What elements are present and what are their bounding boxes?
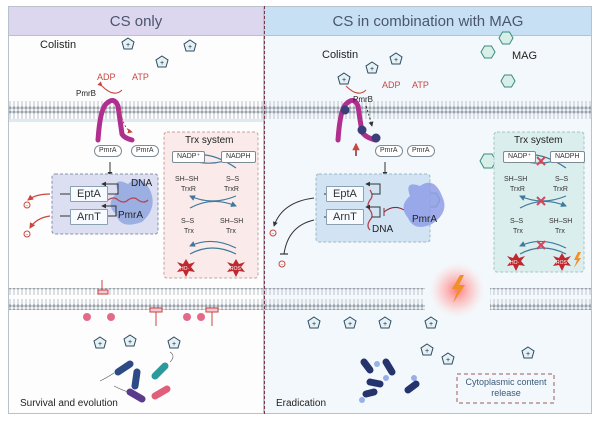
inner-membrane-left (9, 288, 263, 310)
adp-label-right: ADP (382, 80, 401, 90)
trx-label-left-b: Trx (226, 228, 236, 235)
svg-text:+: + (98, 341, 102, 348)
pmra-blob-right (403, 182, 445, 227)
nadp-right: NADP⁺ (503, 151, 537, 163)
trx-reduced-left: SH–SH (220, 218, 244, 225)
ros-right-b: ROS (556, 260, 567, 266)
svg-text:−: − (26, 232, 29, 238)
trxr-label-right-a: TrxR (510, 186, 525, 193)
gene-epta-right: EptA (326, 186, 364, 202)
trx-title-left: Trx system (185, 135, 234, 146)
nadp-left: NADP⁺ (172, 151, 206, 163)
atp-label-right: ATP (412, 80, 429, 90)
atp-label-left: ATP (132, 72, 149, 82)
dna-label-left: DNA (131, 178, 153, 189)
trxr-oxidized-right: S–S (555, 176, 569, 183)
pmrb-label-left: PmrB (76, 89, 96, 98)
gene-arnt-right: ArnT (326, 209, 364, 225)
trx-reduced-right: SH–SH (549, 218, 573, 225)
trx-label-right-a: Trx (513, 228, 523, 235)
lightning-icon (452, 275, 465, 303)
svg-text:+: + (526, 351, 530, 358)
bacteria-left (114, 360, 171, 403)
colistin-label-left: Colistin (40, 39, 77, 51)
adp-label-left: ADP (97, 72, 116, 82)
colistin-molecules-right: + + + + + + + + + + (307, 52, 535, 365)
svg-text:+: + (160, 60, 164, 67)
pmra-label-right: PmrA (412, 214, 437, 225)
outcome-left: Survival and evolution (20, 398, 118, 409)
svg-text:+: + (429, 321, 433, 328)
ros-right-a: HO· (510, 260, 520, 266)
lps-left (83, 313, 205, 321)
pmra-pill-left-b: PmrA (131, 145, 159, 157)
svg-text:+: + (348, 321, 352, 328)
colistin-label-right: Colistin (322, 49, 359, 61)
cs-only-title: CS only (9, 7, 263, 36)
svg-text:−: − (281, 262, 284, 268)
trxr-label-left-b: TrxR (224, 186, 239, 193)
gene-epta-left: EptA (70, 186, 108, 202)
trx-label-right-b: Trx (555, 228, 565, 235)
svg-text:+: + (446, 357, 450, 364)
trx-system-box-left (163, 131, 259, 279)
ros-stars (177, 253, 571, 277)
ros-left-b: ROS (230, 266, 241, 272)
nadph-left: NADPH (221, 151, 256, 163)
svg-text:+: + (312, 321, 316, 328)
cs-mag-title: CS in combination with MAG (265, 7, 591, 36)
trxr-reduced-left: SH–SH (175, 176, 199, 183)
outer-membrane-left (9, 101, 263, 119)
pmra-pill-right-b: PmrA (407, 145, 435, 157)
trx-oxidized-left: S–S (181, 218, 195, 225)
gene-arnt-left: ArnT (70, 209, 108, 225)
svg-text:+: + (394, 57, 398, 64)
pmrb-left (95, 98, 125, 143)
pmrb-right (335, 98, 365, 143)
pmra-pill-right-a: PmrA (375, 145, 403, 157)
bacteria-right (360, 358, 420, 398)
ros-left-a: HO· (180, 266, 190, 272)
nadph-right: NADPH (550, 151, 585, 163)
pmrb-label-right: PmrB (353, 95, 373, 104)
trxr-label-left-a: TrxR (181, 186, 196, 193)
pmra-pill-left-a: PmrA (94, 145, 122, 157)
svg-text:+: + (128, 339, 132, 346)
trxr-oxidized-left: S–S (226, 176, 240, 183)
membrane-rupture (429, 262, 485, 318)
trx-title-right: Trx system (514, 135, 563, 146)
svg-text:+: + (172, 341, 176, 348)
pmra-label-left: PmrA (118, 210, 143, 221)
colistin-molecules-left: + + + + + + (93, 37, 197, 349)
svg-text:−: − (26, 203, 29, 209)
outer-membrane-right (265, 101, 591, 119)
dna-strand-left (107, 197, 149, 203)
mag-label: MAG (512, 50, 538, 62)
dna-label-right: DNA (372, 224, 394, 235)
svg-text:+: + (126, 42, 130, 49)
trx-label-left-a: Trx (184, 228, 194, 235)
pmra-blob-left (110, 179, 153, 225)
svg-text:+: + (383, 321, 387, 328)
inner-membrane-right-b (490, 288, 591, 310)
svg-text:+: + (425, 348, 429, 355)
svg-text:+: + (370, 66, 374, 73)
svg-text:−: − (272, 231, 275, 237)
inhibition-crosses (536, 156, 546, 250)
trxr-reduced-right: SH–SH (504, 176, 528, 183)
inner-membrane-right-a (265, 288, 425, 310)
small-lightning-icon (574, 252, 581, 268)
trx-oxidized-right: S–S (510, 218, 524, 225)
svg-text:+: + (188, 44, 192, 51)
outcome-right: Eradication (276, 398, 327, 409)
svg-text:+: + (342, 77, 346, 84)
panel-divider (264, 6, 265, 414)
trxr-label-right-b: TrxR (553, 186, 568, 193)
release-label: Cytoplasmic content release (465, 377, 547, 398)
